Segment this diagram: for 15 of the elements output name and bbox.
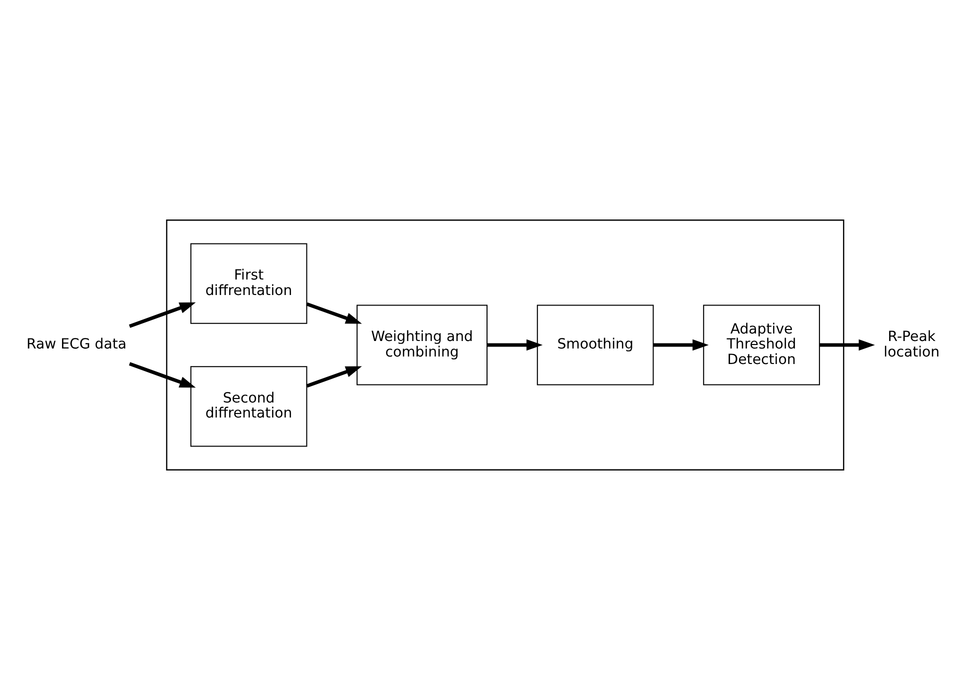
- node-box: Second diffrentation: [190, 366, 308, 447]
- node-box: Adaptive Threshold Detection: [703, 304, 820, 386]
- arrow: [128, 362, 196, 388]
- node-box: Smoothing: [536, 304, 654, 386]
- arrow: [820, 339, 875, 351]
- arrow: [487, 339, 543, 351]
- node-text: Raw ECG data: [26, 336, 127, 353]
- arrow: [306, 366, 362, 388]
- arrow: [306, 302, 362, 324]
- node-box: First diffrentation: [190, 243, 308, 324]
- arrow: [128, 302, 196, 328]
- node-box: Weighting and combining: [356, 304, 488, 386]
- node-text: R-Peak location: [884, 329, 940, 360]
- cluster: [166, 219, 844, 471]
- arrow: [653, 339, 709, 351]
